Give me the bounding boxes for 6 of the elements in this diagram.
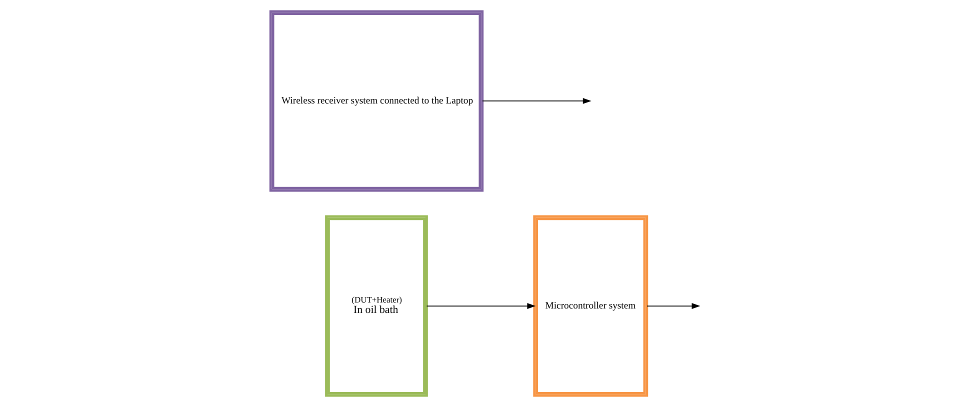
- node-box: (DUT+Heater) In oil bath: [324, 214, 428, 396]
- arrow: [426, 302, 536, 309]
- arrow: [482, 97, 591, 104]
- node-box: Microcontroller system: [532, 214, 648, 396]
- node-box: Wireless receiver system connected to the Laptop: [268, 10, 484, 192]
- arrow: [646, 302, 700, 309]
